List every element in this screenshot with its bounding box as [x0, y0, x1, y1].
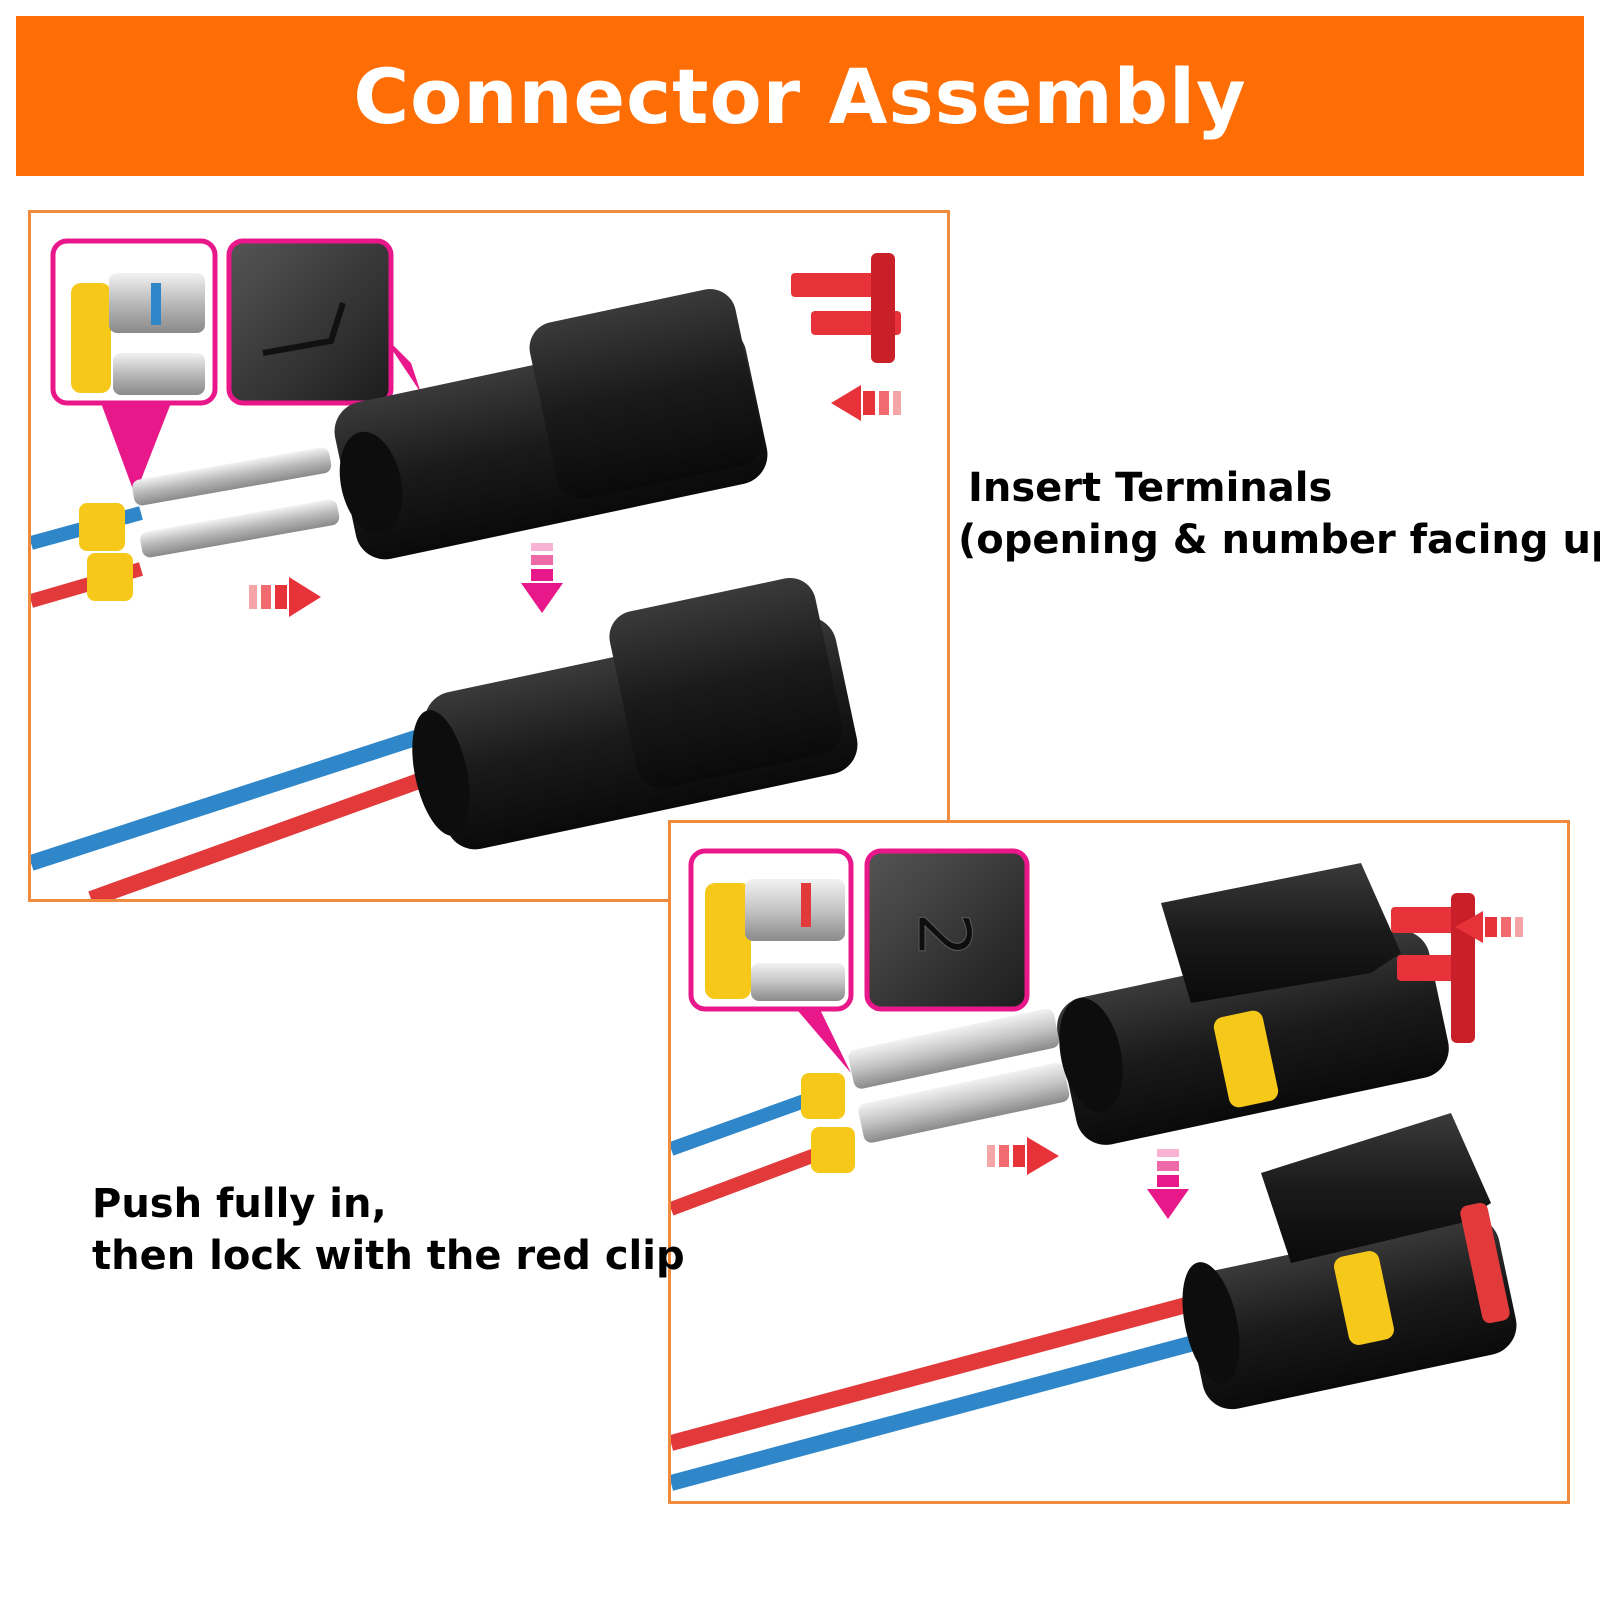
wire-pair-loose: [31, 447, 340, 608]
title-banner: Connector Assembly: [16, 16, 1584, 176]
step2-caption-line2: then lock with the red clip: [92, 1233, 685, 1279]
arrow-down-step1: [521, 543, 563, 613]
zoom-number-1-detail: [226, 238, 421, 406]
step2-caption: Push fully in, then lock with the red cl…: [92, 1178, 685, 1282]
male-terminal-1: [132, 447, 332, 506]
step1-caption: Insert Terminals (opening & number facin…: [958, 462, 1600, 566]
arrow-down-step2: [1147, 1149, 1189, 1219]
step1-caption-line2: (opening & number facing up): [958, 517, 1600, 563]
step1-panel: [28, 210, 950, 902]
seal-blue-wire-2: [801, 1073, 845, 1119]
connector-assembled-2: [671, 1113, 1517, 1491]
step1-illustration: [31, 238, 901, 899]
step2-illustration: 2: [671, 848, 1523, 1491]
female-terminal-1: [848, 1008, 1060, 1089]
step1-caption-line1: Insert Terminals: [968, 465, 1333, 511]
arrow-right-terminals: [249, 577, 321, 617]
zoom-number-2-detail: 2: [864, 848, 1111, 1012]
housing-open: [334, 289, 768, 560]
arrow-left-clip: [831, 385, 901, 421]
connector-assembled: [31, 577, 858, 899]
arrow-left-clip-2: [1455, 911, 1523, 943]
numeral-2-label: 2: [902, 912, 986, 958]
female-terminal-2: [858, 1062, 1070, 1143]
zoom-terminal-detail-2: [688, 848, 854, 1073]
step2-caption-line1: Push fully in,: [92, 1181, 387, 1227]
red-clip-top: [791, 253, 901, 363]
wire-pair-loose-2: [671, 1008, 1070, 1216]
numeral-1-icon: [262, 302, 346, 356]
zoom-terminal-detail: [50, 238, 218, 495]
page-title: Connector Assembly: [353, 51, 1247, 141]
housing-female-open: [1057, 863, 1449, 1145]
seal-blue-wire: [79, 503, 125, 551]
arrow-right-terminals-2: [987, 1137, 1059, 1175]
step2-panel: 2: [668, 820, 1570, 1504]
seal-red-wire-2: [811, 1127, 855, 1173]
male-terminal-2: [140, 499, 340, 558]
seal-red-wire: [87, 553, 133, 601]
